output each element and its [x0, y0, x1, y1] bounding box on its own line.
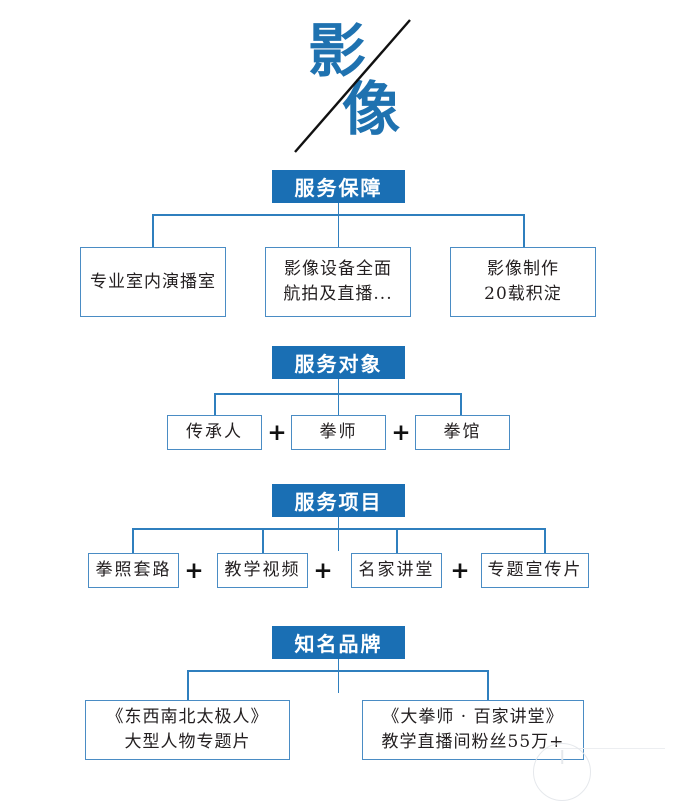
connector-drop-1-2: [337, 214, 340, 247]
title-char-top: 影: [308, 17, 367, 85]
node-3-1[interactable]: 拳照套路: [88, 553, 179, 588]
connector-drop-1-1: [152, 214, 154, 247]
node-1-1[interactable]: 专业室内演播室: [80, 247, 226, 317]
connector-drop-3-2: [262, 528, 264, 553]
node-2-2[interactable]: 拳师: [291, 415, 386, 450]
node-1-3[interactable]: 影像制作 20载积淀: [450, 247, 596, 317]
connector-drop-2-2: [337, 393, 340, 415]
connector-drop-4-1: [187, 670, 189, 700]
connector-drop-2-3: [460, 393, 462, 415]
connector-stem-3: [337, 517, 340, 551]
title-block: 影 像: [270, 8, 430, 158]
connector-drop-2-1: [214, 393, 216, 415]
node-1-2[interactable]: 影像设备全面 航拍及直播...: [265, 247, 411, 317]
plus-separator-2-1: +: [267, 419, 287, 446]
connector-drop-3-1: [132, 528, 134, 553]
plus-separator-3-3: +: [450, 557, 470, 584]
connector-stem-4: [337, 659, 340, 693]
title-slash-icon: [294, 19, 411, 153]
node-4-1[interactable]: 《东西南北太极人》 大型人物专题片: [85, 700, 290, 760]
section-header-2[interactable]: 服务对象: [272, 346, 405, 379]
plus-separator-3-1: +: [184, 557, 204, 584]
plus-separator-2-2: +: [391, 419, 411, 446]
connector-drop-4-2: [487, 670, 489, 700]
section-header-3[interactable]: 服务项目: [272, 484, 405, 517]
node-2-3[interactable]: 拳馆: [415, 415, 510, 450]
connector-drop-1-3: [523, 214, 525, 247]
connector-bus-3: [132, 528, 544, 530]
connector-drop-3-3: [396, 528, 398, 553]
node-3-4[interactable]: 专题宣传片: [481, 553, 589, 588]
connector-bus-4: [187, 670, 488, 672]
node-2-1[interactable]: 传承人: [167, 415, 262, 450]
watermark-line: [545, 748, 665, 750]
watermark-icon: [533, 743, 591, 801]
connector-drop-3-4: [544, 528, 546, 553]
node-3-2[interactable]: 教学视频: [217, 553, 308, 588]
plus-separator-3-2: +: [313, 557, 333, 584]
node-3-3[interactable]: 名家讲堂: [351, 553, 442, 588]
section-header-4[interactable]: 知名品牌: [272, 626, 405, 659]
section-header-1[interactable]: 服务保障: [272, 170, 405, 203]
title-char-bottom: 像: [342, 75, 401, 143]
